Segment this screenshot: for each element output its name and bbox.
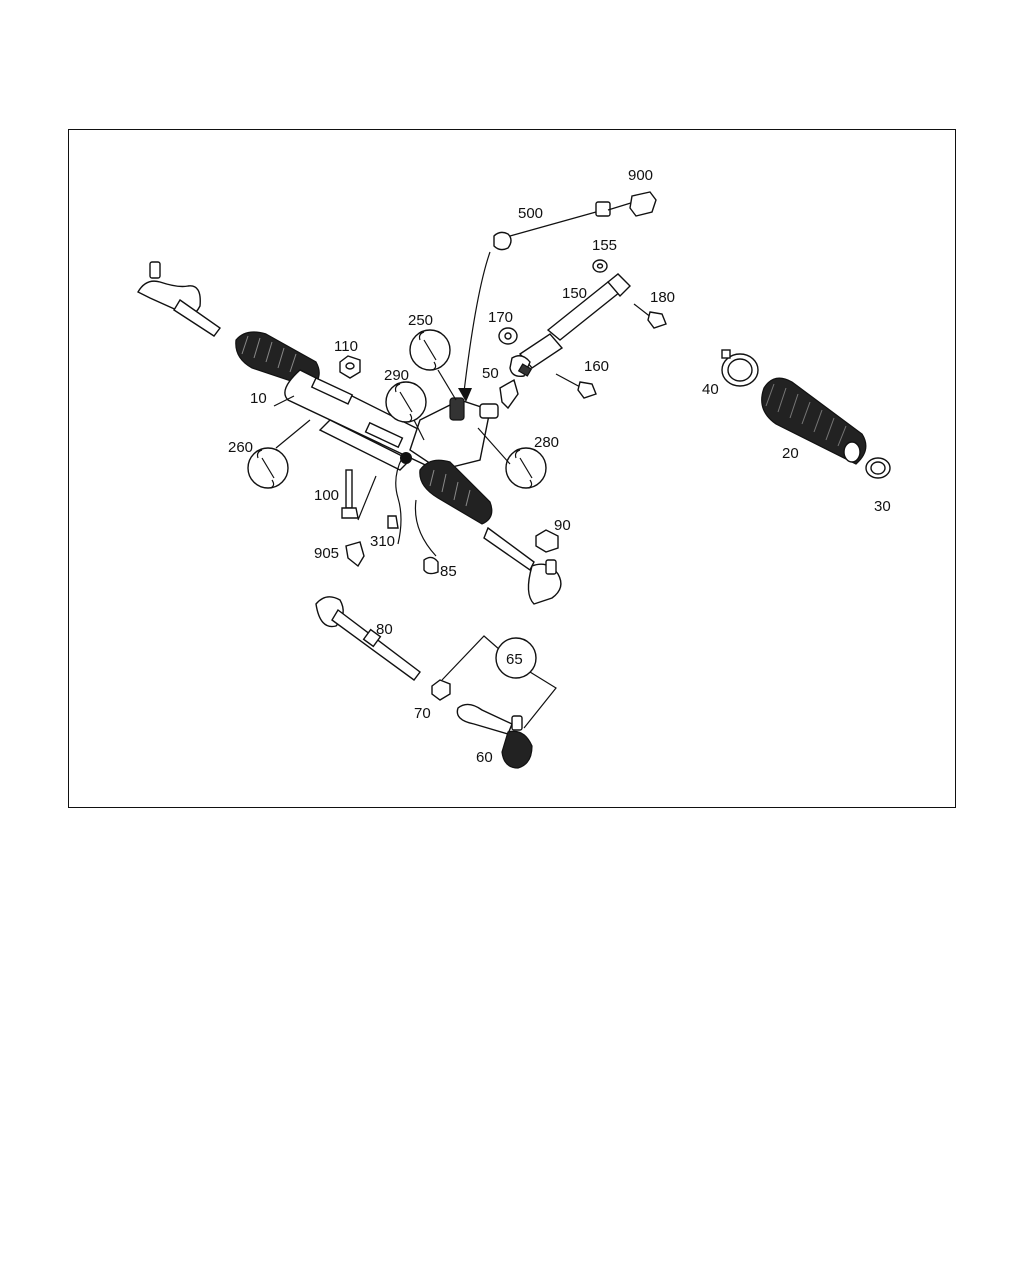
washer-155 xyxy=(592,259,608,273)
electrical-line-500 xyxy=(458,201,635,402)
nut-70 xyxy=(431,679,451,701)
bolt-180 xyxy=(633,303,667,329)
part-900-shape xyxy=(629,191,657,217)
label-260: 260 xyxy=(228,439,253,456)
wrench-icon-290 xyxy=(385,381,427,423)
screw-310 xyxy=(387,515,399,529)
label-90: 90 xyxy=(554,517,571,534)
label-65: 65 xyxy=(506,651,523,668)
washer-170 xyxy=(498,327,518,345)
label-160: 160 xyxy=(584,358,609,375)
diagram-frame xyxy=(68,129,956,808)
steering-shaft-150 xyxy=(509,273,631,378)
label-150: 150 xyxy=(562,285,587,302)
label-110: 110 xyxy=(334,338,358,355)
label-900: 900 xyxy=(628,167,653,184)
nut-110 xyxy=(339,355,361,379)
label-100: 100 xyxy=(314,487,339,504)
nut-90 xyxy=(535,529,559,553)
leader-lines xyxy=(273,369,557,729)
bolt-100 xyxy=(341,469,359,519)
label-170: 170 xyxy=(488,309,513,326)
label-85: 85 xyxy=(440,563,457,580)
wrench-icon-250 xyxy=(409,329,451,371)
left-tie-rod-end xyxy=(137,261,221,337)
label-70: 70 xyxy=(414,705,431,722)
boot-20 xyxy=(761,377,867,465)
group-circle-65 xyxy=(495,637,537,679)
wrench-icon-280 xyxy=(505,447,547,489)
outer-tie-rod-end-60 xyxy=(456,703,533,769)
label-10: 10 xyxy=(250,390,267,407)
label-290: 290 xyxy=(384,367,409,384)
label-155: 155 xyxy=(592,237,617,254)
clamp-40 xyxy=(721,349,759,387)
label-80: 80 xyxy=(376,621,393,638)
label-60: 60 xyxy=(476,749,493,766)
bolt-160 xyxy=(555,373,597,399)
label-30: 30 xyxy=(874,498,891,515)
label-280: 280 xyxy=(534,434,559,451)
steering-rack-assembly xyxy=(235,331,562,605)
label-50: 50 xyxy=(482,365,499,382)
label-20: 20 xyxy=(782,445,799,462)
label-180: 180 xyxy=(650,289,675,306)
clip-905 xyxy=(345,541,365,568)
cap-85 xyxy=(423,556,439,575)
label-250: 250 xyxy=(408,312,433,329)
wrench-icon-260 xyxy=(247,447,289,489)
label-40: 40 xyxy=(702,381,719,398)
label-905: 905 xyxy=(314,545,339,562)
label-500: 500 xyxy=(518,205,543,222)
bracket-50 xyxy=(499,378,519,410)
inner-tie-rod-80 xyxy=(315,596,421,681)
label-310: 310 xyxy=(370,533,395,550)
clamp-30 xyxy=(865,457,891,479)
